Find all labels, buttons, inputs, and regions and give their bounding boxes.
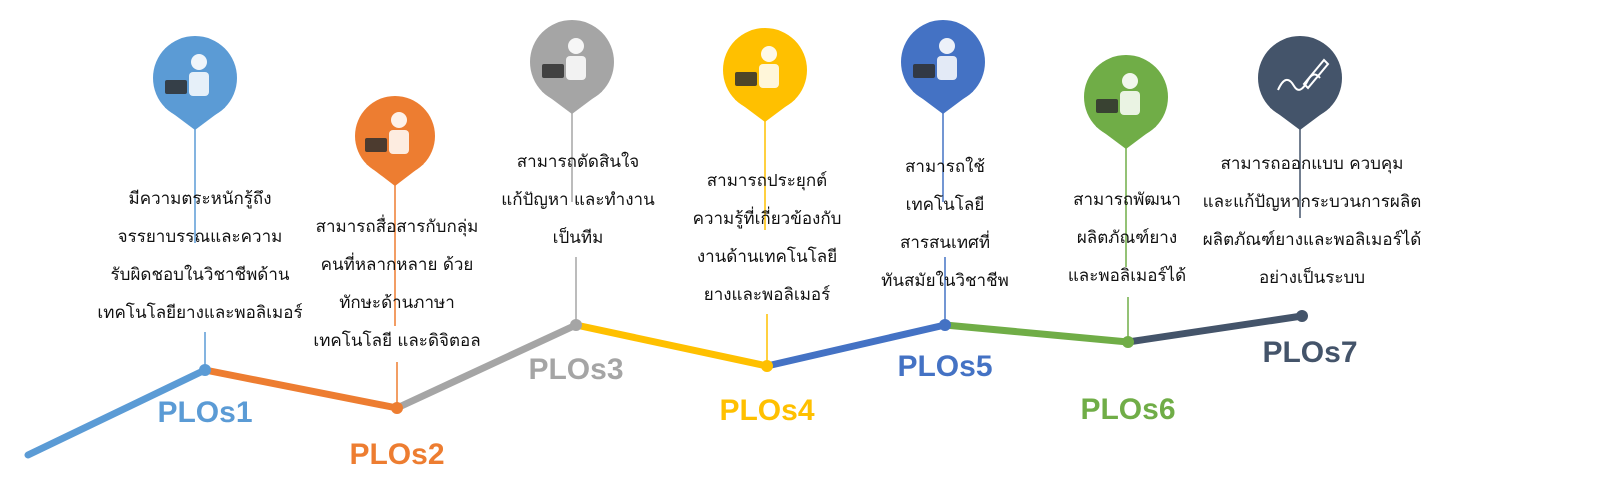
description-line: เป็นทีม bbox=[552, 228, 604, 248]
timeline-segment bbox=[201, 366, 401, 412]
timeline-segment bbox=[941, 321, 1132, 346]
description-line: และพอลิเมอร์ได้ bbox=[1067, 266, 1187, 286]
description-line: สารสนเทศที่ bbox=[899, 233, 991, 253]
timeline-node bbox=[1296, 310, 1308, 322]
description-line: สามารถออกแบบ ควบคุม bbox=[1220, 154, 1404, 174]
description-line: ทันสมัยในวิชาชีพ bbox=[881, 271, 1009, 291]
description-line: อย่างเป็นระบบ bbox=[1258, 268, 1366, 288]
plo-label: PLOs2 bbox=[349, 438, 445, 471]
plo-description: สามารถใช้เทคโนโลยีสารสนเทศที่ทันสมัยในวิ… bbox=[881, 148, 1009, 300]
description-line: จรรยาบรรณและความ bbox=[117, 227, 283, 247]
description-line: สามารถพัฒนา bbox=[1073, 190, 1181, 210]
description-line: ผลิตภัณฑ์ยางและพอลิเมอร์ได้ bbox=[1202, 230, 1422, 250]
plo-label: PLOs5 bbox=[897, 350, 993, 383]
timeline-path bbox=[24, 312, 1306, 459]
timeline-segment bbox=[763, 321, 949, 370]
timeline-nodes bbox=[199, 310, 1308, 414]
plo-description: สามารถสื่อสารกับกลุ่มคนที่หลากหลาย ด้วยท… bbox=[313, 208, 480, 360]
plo-description: สามารถประยุกต์ความรู้ที่เกี่ยวข้องกับงาน… bbox=[693, 162, 842, 314]
timeline-node bbox=[761, 360, 773, 372]
timeline-segment bbox=[24, 366, 209, 459]
question-decision-icon bbox=[530, 20, 614, 114]
plo-description: มีความตระหนักรู้ถึงจรรยาบรรณและความรับผิ… bbox=[97, 180, 302, 332]
description-line: รับผิดชอบในวิชาชีพด้าน bbox=[110, 265, 290, 285]
plo-description: สามารถออกแบบ ควบคุมและแก้ปัญหากระบวนการผ… bbox=[1203, 145, 1422, 297]
timeline-node bbox=[391, 402, 403, 414]
pen-design-icon bbox=[1258, 36, 1342, 130]
description-line: สามารถตัดสินใจ bbox=[516, 152, 640, 172]
timeline-segment bbox=[1124, 312, 1306, 346]
plo-label: PLOs1 bbox=[157, 396, 253, 429]
connector-lines bbox=[204, 257, 1129, 408]
description-line: ยางและพอลิเมอร์ bbox=[703, 285, 831, 305]
description-line: เทคโนโลยี และดิจิตอล bbox=[313, 331, 481, 351]
plo-description: สามารถตัดสินใจแก้ปัญหา และทำงานเป็นทีม bbox=[501, 143, 654, 257]
description-line: และแก้ปัญหากระบวนการผลิต bbox=[1202, 192, 1422, 212]
team-communication-icon bbox=[355, 96, 435, 186]
timeline-segment bbox=[393, 321, 580, 412]
description-line: เทคโนโลยี bbox=[905, 195, 985, 215]
timeline-node bbox=[939, 319, 951, 331]
laptop-analysis-icon bbox=[723, 28, 807, 122]
description-line: สามารถใช้ bbox=[905, 157, 985, 177]
timeline-node bbox=[1122, 336, 1134, 348]
plo-label: PLOs6 bbox=[1080, 393, 1176, 426]
description-line: คนที่หลากหลาย ด้วย bbox=[320, 255, 474, 275]
description-line: ทักษะด้านภาษา bbox=[339, 293, 455, 313]
description-line: ผลิตภัณฑ์ยาง bbox=[1076, 228, 1178, 248]
description-line: งานด้านเทคโนโลยี bbox=[696, 247, 838, 267]
description-line: สามารถประยุกต์ bbox=[706, 171, 828, 191]
graduate-book-icon bbox=[1084, 55, 1168, 149]
plo-label: PLOs3 bbox=[528, 353, 624, 386]
timeline-node bbox=[199, 364, 211, 376]
plo-label: PLOs4 bbox=[719, 394, 815, 427]
timeline-node bbox=[570, 319, 582, 331]
teacher-checklist-icon bbox=[153, 36, 237, 130]
description-line: สามารถสื่อสารกับกลุ่ม bbox=[315, 217, 479, 237]
description-line: เทคโนโลยียางและพอลิเมอร์ bbox=[97, 303, 303, 323]
timeline-segment bbox=[572, 321, 771, 370]
description-line: มีความตระหนักรู้ถึง bbox=[128, 189, 272, 209]
plo-description: สามารถพัฒนาผลิตภัณฑ์ยางและพอลิเมอร์ได้ bbox=[1068, 181, 1186, 295]
description-line: ความรู้ที่เกี่ยวข้องกับ bbox=[692, 209, 842, 229]
description-line: แก้ปัญหา และทำงาน bbox=[501, 190, 655, 210]
people-technology-icon bbox=[901, 20, 985, 114]
icon-pins bbox=[153, 20, 1342, 326]
plo-label: PLOs7 bbox=[1262, 336, 1358, 369]
